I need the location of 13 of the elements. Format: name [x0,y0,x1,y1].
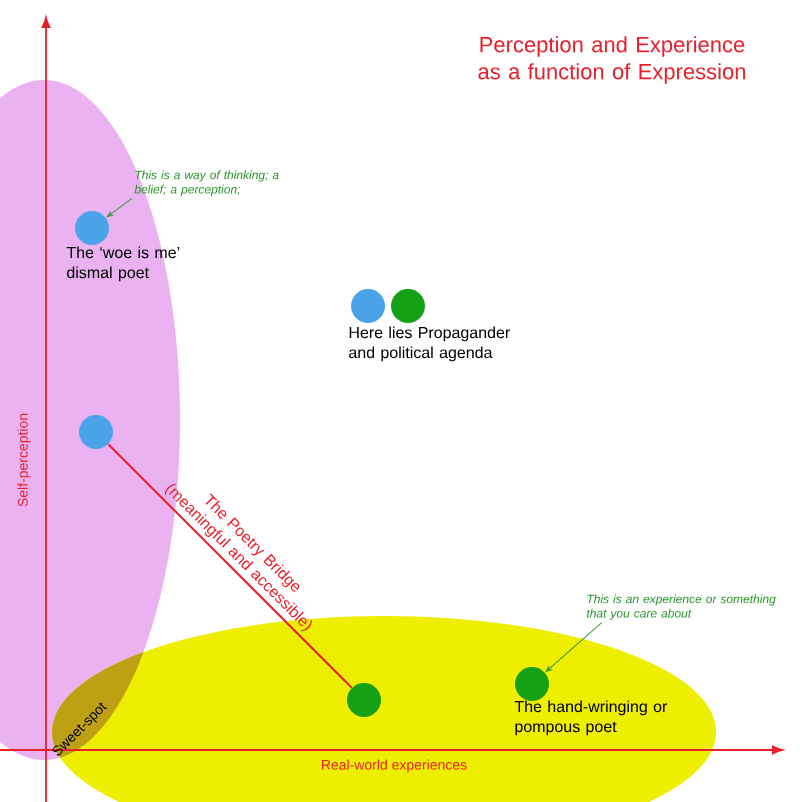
dot [351,289,385,323]
node-caption: The ‘woe is me’ dismal poet [66,246,180,282]
dot [391,289,425,323]
dot [347,683,381,717]
connector-line [107,443,353,689]
title: Perception and Experience as a function of Expression [478,36,746,84]
dot [75,211,109,245]
dot [79,415,113,449]
dot [515,667,549,701]
arrow [545,621,603,673]
propaganda-note: Here lies Propagander and political agenda [349,326,510,362]
node-caption: The hand-wringing or pompous poet [514,700,668,736]
arrow [106,197,133,218]
